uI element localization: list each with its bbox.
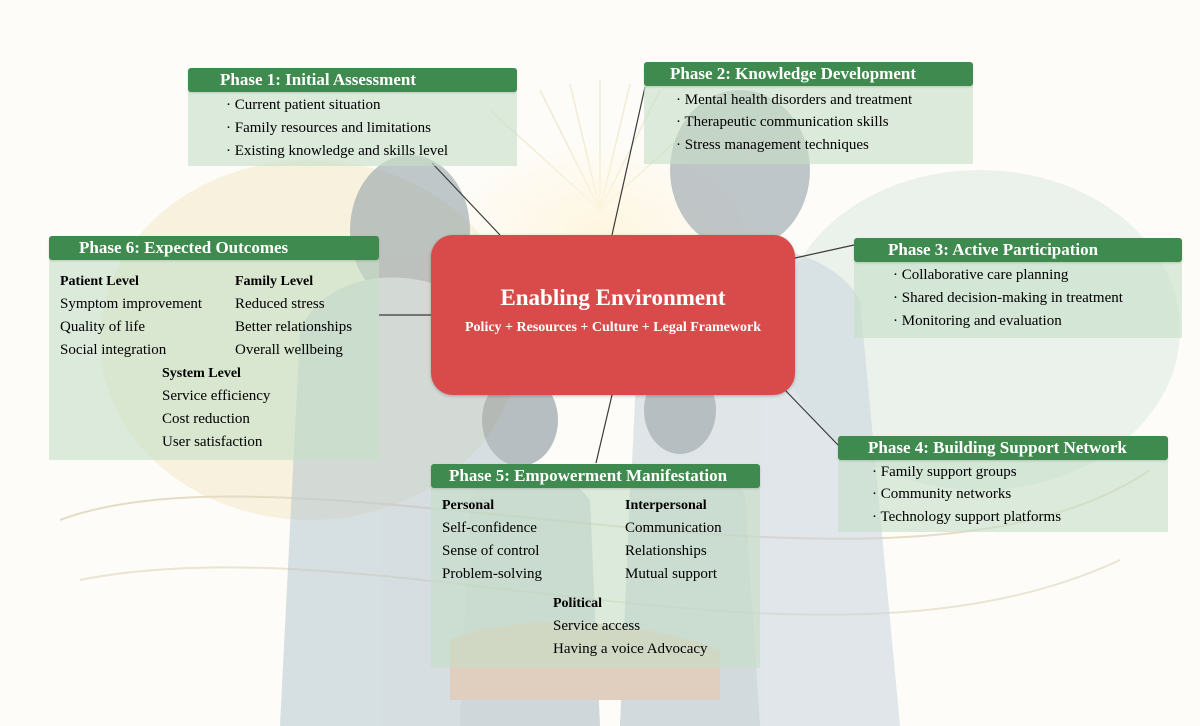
phase5-personal-group: Personal Self-confidence Sense of contro… [442, 494, 542, 586]
phase1-header: Phase 1: Initial Assessment [188, 68, 517, 92]
phase2-item: · Stress management techniques [676, 137, 869, 153]
phase6-family-title: Family Level [235, 274, 314, 289]
phase6-system-item: Service efficiency [162, 388, 271, 404]
phase4-item: · Family support groups [872, 464, 1017, 480]
phase3-header: Phase 3: Active Participation [854, 238, 1182, 262]
phase6-patient-item: Social integration [60, 342, 167, 358]
phase6-patient-group: Patient Level Symptom improvement Qualit… [60, 270, 202, 362]
phase6-family-item: Reduced stress [235, 296, 325, 312]
phase6-system-group: System Level Service efficiency Cost red… [162, 362, 270, 454]
phase2-item: · Therapeutic communication skills [676, 114, 889, 130]
phase3-item: · Collaborative care planning [893, 267, 1069, 283]
phase1-item: · Family resources and limitations [226, 120, 431, 136]
phase6-family-group: Family Level Reduced stress Better relat… [235, 270, 352, 362]
phase5-political-item: Service access [553, 618, 641, 634]
phase6-system-item: Cost reduction [162, 411, 250, 427]
phase3-item: · Monitoring and evaluation [893, 313, 1062, 329]
connector-phase1 [431, 162, 501, 236]
phase5-interpersonal-title: Interpersonal [625, 498, 707, 513]
phase6-family-item: Better relationships [235, 319, 353, 335]
phase6-panel [49, 248, 379, 460]
phase4-item: · Technology support platforms [872, 509, 1062, 525]
phase5-interpersonal-item: Communication [625, 520, 722, 536]
phase6-system-title: System Level [162, 366, 241, 381]
phase4-item: · Community networks [872, 486, 1012, 502]
phase2-panel [644, 76, 973, 164]
phase1-panel [188, 84, 517, 166]
phase5-political-item: Having a voice Advocacy [553, 641, 708, 657]
phase2-header: Phase 2: Knowledge Development [644, 62, 973, 86]
phase5-personal-title: Personal [442, 498, 495, 513]
phase1-item: · Existing knowledge and skills level [226, 143, 449, 159]
phase5-header: Phase 5: Empowerment Manifestation [431, 464, 760, 488]
connector-phase3 [794, 244, 855, 259]
connector-phase5 [595, 394, 613, 464]
phase4-header: Phase 4: Building Support Network [838, 436, 1168, 460]
phase3-item: · Shared decision-making in treatment [893, 290, 1123, 306]
phase5-interpersonal-group: Interpersonal Communication Relationship… [625, 494, 722, 586]
phase5-personal-item: Self-confidence [442, 520, 537, 536]
phase2-item: · Mental health disorders and treatment [676, 92, 913, 108]
enabling-environment-box: Enabling Environment Policy + Resources … [431, 235, 795, 395]
phase5-panel [431, 476, 760, 668]
connector-phase4 [784, 389, 839, 446]
phase4-panel [838, 450, 1168, 532]
phase5-interpersonal-item: Mutual support [625, 566, 718, 582]
phase5-political-title: Political [553, 596, 602, 611]
phase3-panel [854, 250, 1182, 338]
phase6-header: Phase 6: Expected Outcomes [49, 236, 379, 260]
phase5-personal-item: Problem-solving [442, 566, 542, 582]
phase6-family-item: Overall wellbeing [235, 342, 343, 358]
phase5-personal-item: Sense of control [442, 543, 540, 559]
center-title: Enabling Environment [500, 285, 726, 310]
phase6-patient-item: Quality of life [60, 319, 145, 335]
phase6-system-item: User satisfaction [162, 434, 263, 450]
phase5-interpersonal-item: Relationships [625, 543, 707, 559]
connector-phase2 [611, 86, 646, 236]
phase6-patient-title: Patient Level [60, 274, 139, 289]
phase6-patient-item: Symptom improvement [60, 296, 203, 312]
center-subtitle: Policy + Resources + Culture + Legal Fra… [465, 320, 761, 335]
phase5-political-group: Political Service access Having a voice … [553, 592, 708, 661]
phase1-item: · Current patient situation [226, 97, 381, 113]
